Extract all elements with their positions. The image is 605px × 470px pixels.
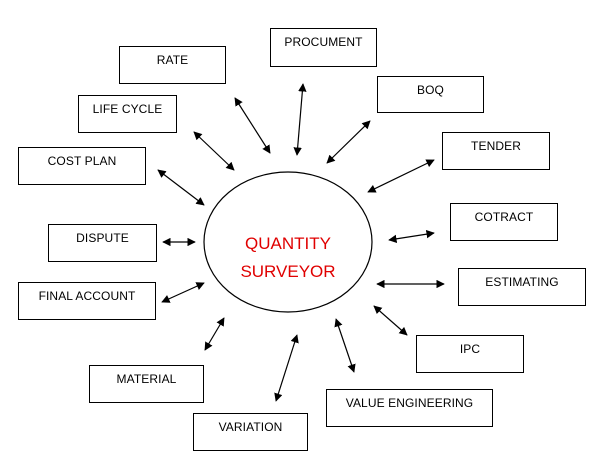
box-boq: BOQ	[377, 76, 484, 113]
box-variation: VARIATION	[193, 413, 308, 451]
box-value-engineering: VALUE ENGINEERING	[326, 389, 493, 427]
box-ipc: IPC	[416, 335, 524, 373]
arrow-cost-plan	[157, 169, 205, 206]
box-rate: RATE	[119, 46, 226, 84]
box-cotract: COTRACT	[450, 203, 558, 241]
arrow-variation	[274, 334, 299, 402]
center-ellipse	[203, 171, 373, 313]
box-dispute: DISPUTE	[48, 224, 157, 262]
box-material: MATERIAL	[89, 365, 204, 403]
center-label-line2: SURVEYOR	[240, 262, 336, 281]
arrow-life-cycle	[193, 131, 235, 171]
box-estimating: ESTIMATING	[458, 268, 586, 306]
arrow-procument	[293, 83, 307, 156]
box-cost-plan: COST PLAN	[18, 147, 146, 185]
arrow-tender	[367, 159, 435, 193]
arrow-value-engineering	[334, 318, 356, 373]
arrow-rate	[234, 97, 271, 154]
center-label-line1: QUANTITY	[245, 234, 331, 253]
arrow-boq	[326, 120, 371, 164]
box-final-account: FINAL ACCOUNT	[18, 282, 156, 320]
box-tender: TENDER	[442, 132, 550, 170]
arrow-cotract	[388, 230, 435, 243]
box-procument: PROCUMENT	[270, 28, 377, 67]
arrow-ipc	[373, 305, 408, 336]
arrow-final-account	[161, 282, 205, 303]
arrow-material	[204, 317, 225, 351]
box-life-cycle: LIFE CYCLE	[78, 95, 177, 133]
